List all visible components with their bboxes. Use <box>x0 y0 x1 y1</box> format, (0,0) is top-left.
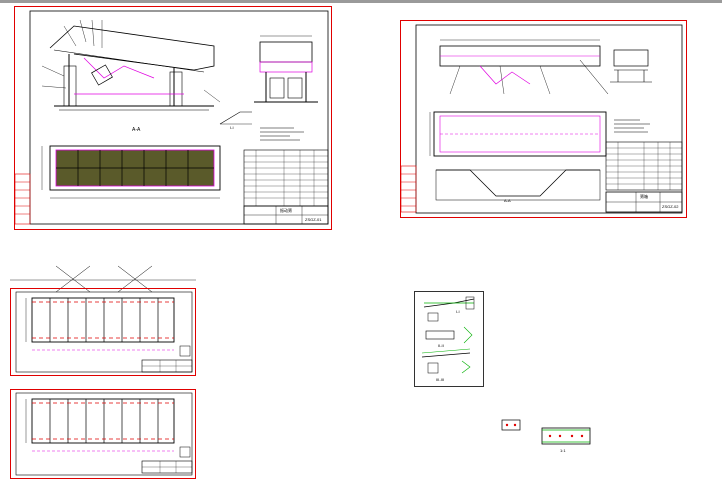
sheet-1-canvas <box>14 6 332 230</box>
part-detail-plate[interactable]: 1:1 <box>540 424 592 454</box>
sheet-2-drawing-number: ZSGZ-02 <box>662 204 679 209</box>
sheet-1-section-label: I-I <box>230 125 234 130</box>
sheet-1-drawing-number: ZSGZ-01 <box>305 217 322 222</box>
sheet-1-title-cell: 振动筛 <box>280 208 292 213</box>
drawing-sheet-3[interactable] <box>10 265 196 376</box>
part-detail-plate-canvas <box>541 427 591 445</box>
sheet-2-title-cell: 筛箱 <box>640 194 648 199</box>
sheet-2-canvas <box>400 20 687 218</box>
sheet-2-view-label: A-A <box>504 198 511 203</box>
sheet-3-canvas <box>10 265 196 376</box>
part-detail-caption: 1:1 <box>560 448 566 453</box>
sheet-5-canvas <box>414 291 484 387</box>
sheet-1-view-label: A-A <box>132 127 141 133</box>
drawing-sheet-4[interactable] <box>10 389 196 479</box>
sheet-5-label-top: I-I <box>456 309 460 314</box>
drawing-sheet-2[interactable]: A-A 筛箱 ZSGZ-02 <box>400 20 687 218</box>
part-detail-small[interactable] <box>500 418 522 432</box>
sheet-5-label-bottom: III-III <box>436 377 444 382</box>
drawing-sheet-1[interactable]: A-A I-I 振动筛 ZSGZ-01 <box>14 6 332 230</box>
drawing-sheet-5[interactable]: I-I II-II III-III <box>414 291 484 387</box>
top-toolbar-strip <box>0 0 722 3</box>
sheet-5-label-mid: II-II <box>438 343 444 348</box>
part-detail-small-canvas <box>501 419 521 431</box>
sheet-4-canvas <box>10 389 196 479</box>
